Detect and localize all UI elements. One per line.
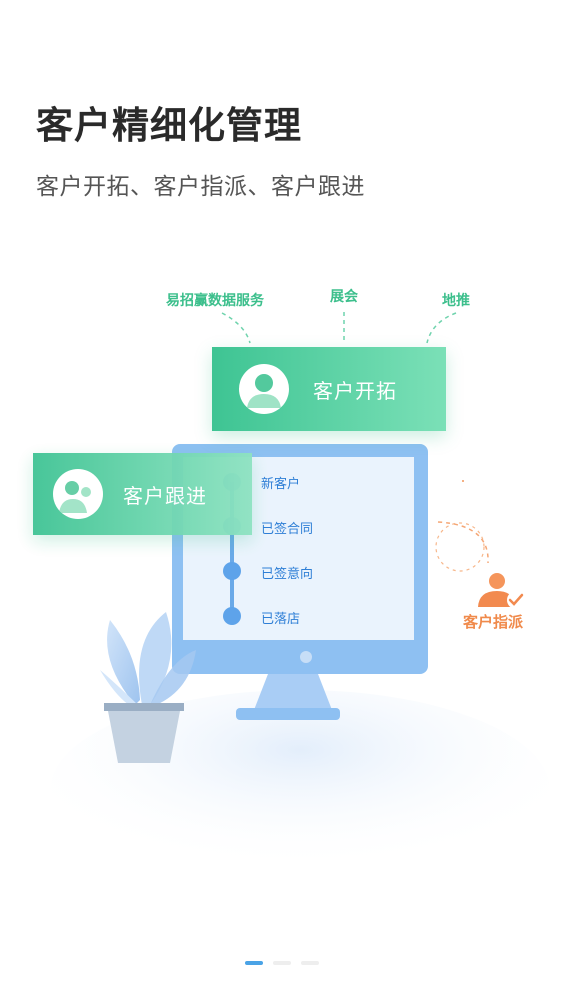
assign-connector bbox=[437, 521, 489, 564]
customer-follow-card: 客户跟进 bbox=[33, 453, 252, 535]
floor-glow bbox=[50, 690, 550, 890]
customer-develop-card: 客户开拓 bbox=[212, 347, 446, 431]
status-signed-intent: 已签意向 bbox=[261, 567, 314, 582]
accent-dot bbox=[462, 480, 464, 482]
connector-line bbox=[221, 312, 251, 344]
page-indicator-dot[interactable] bbox=[272, 961, 291, 965]
avatar-icon bbox=[239, 364, 289, 414]
status-store-opened: 已落店 bbox=[261, 612, 301, 627]
customer-follow-label: 客户跟进 bbox=[123, 483, 207, 508]
page-title: 客户精细化管理 bbox=[36, 104, 302, 147]
page-indicator-dot-active[interactable] bbox=[244, 961, 263, 965]
group-avatar-icon bbox=[53, 469, 103, 519]
assign-ring bbox=[435, 522, 485, 572]
status-signed-contract: 已签合同 bbox=[261, 522, 314, 537]
page-subtitle: 客户开拓、客户指派、客户跟进 bbox=[36, 174, 365, 200]
source-label-street-promo: 地推 bbox=[442, 293, 470, 309]
status-new-customer: 新客户 bbox=[261, 477, 301, 492]
timeline-dot bbox=[223, 562, 241, 580]
timeline-dot bbox=[223, 607, 241, 625]
page-indicator-dot[interactable] bbox=[300, 961, 319, 965]
customer-assign-label: 客户指派 bbox=[463, 613, 524, 631]
source-label-exhibition: 展会 bbox=[330, 289, 358, 305]
source-label-data-service: 易招赢数据服务 bbox=[166, 293, 264, 309]
assign-person-icon bbox=[478, 573, 525, 609]
connector-line bbox=[426, 312, 457, 344]
plant-graphic bbox=[100, 612, 196, 763]
page-indicator bbox=[0, 961, 563, 969]
illustration: 易招赢数据服务 展会 地推 客户开拓 客户跟进 新客户 已签合同 已签意向 已落… bbox=[0, 270, 563, 910]
customer-develop-label: 客户开拓 bbox=[313, 378, 397, 403]
